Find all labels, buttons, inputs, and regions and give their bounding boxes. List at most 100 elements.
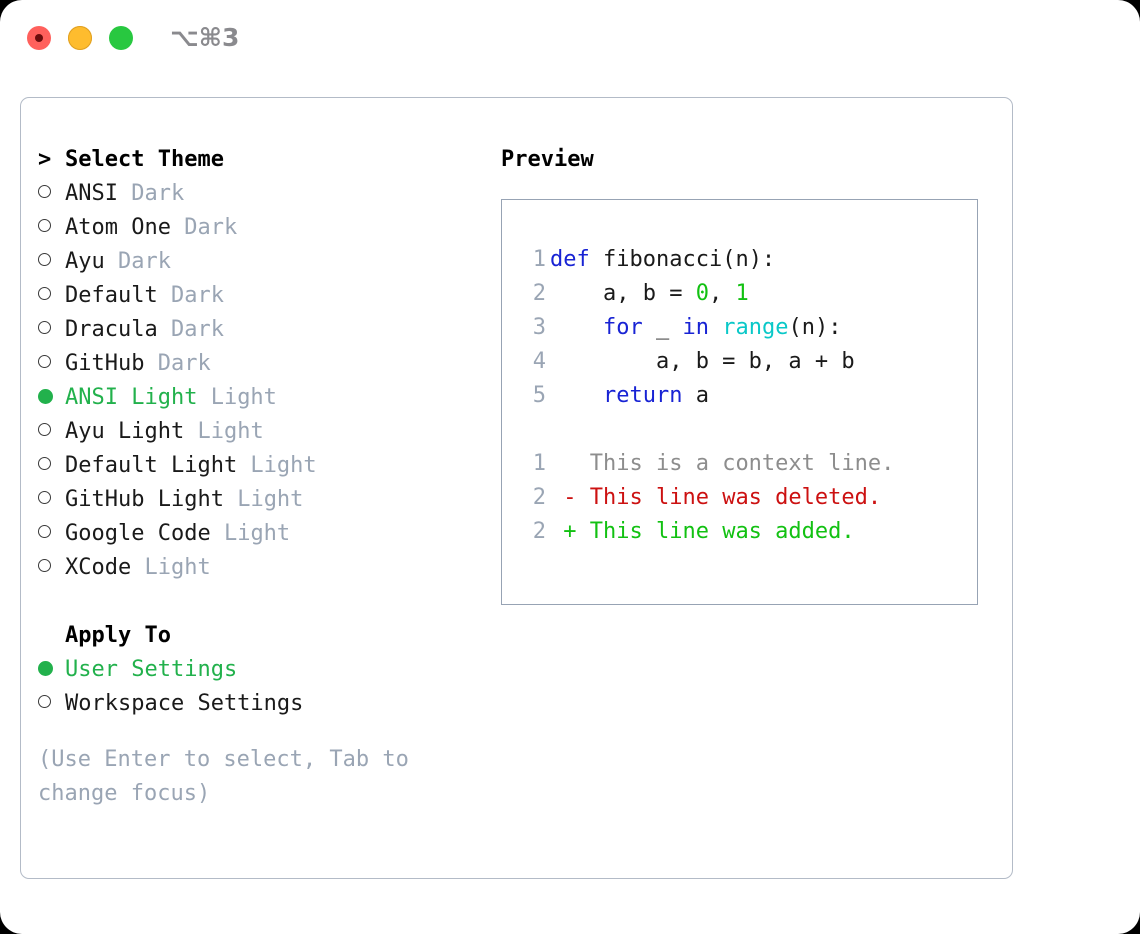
apply-to-option-workspace-settings[interactable]: Workspace Settings <box>38 687 478 721</box>
code-line-number: 1 <box>532 247 546 272</box>
theme-option-label: Default Light <box>65 453 238 478</box>
theme-option-ayu[interactable]: Ayu Dark <box>38 245 478 279</box>
theme-option-kind: Light <box>197 385 277 410</box>
code-line-number: 2 <box>532 281 546 306</box>
caret-icon: > <box>38 147 52 172</box>
code-line-number: 5 <box>532 383 546 408</box>
code-token: a, b = <box>550 281 696 306</box>
code-line: 3 for _ in range(n): <box>518 311 894 345</box>
code-line-number: 4 <box>532 349 546 374</box>
theme-option-kind: Dark <box>170 215 238 240</box>
theme-option-google-code[interactable]: Google Code Light <box>38 517 478 551</box>
keyboard-hint: (Use Enter to select, Tab to change focu… <box>38 747 409 806</box>
theme-option-dracula[interactable]: Dracula Dark <box>38 313 478 347</box>
theme-option-label: Google Code <box>65 521 211 546</box>
preview-heading: Preview <box>501 147 594 172</box>
apply-to-option-label: Workspace Settings <box>65 691 304 716</box>
theme-option-kind: Dark <box>104 249 171 274</box>
minimize-window-button[interactable] <box>68 26 92 50</box>
diff-line: 2 + This line was added. <box>518 515 894 549</box>
theme-apply-spacer <box>38 585 478 619</box>
title-bar: ⌥⌘3 <box>0 0 1140 80</box>
maximize-window-button[interactable] <box>109 26 133 50</box>
theme-option-ayu-light[interactable]: Ayu Light Light <box>38 415 478 449</box>
code-token <box>550 383 603 408</box>
keyboard-shortcut-label: ⌥⌘3 <box>170 23 240 52</box>
theme-option-kind: Dark <box>157 317 224 342</box>
theme-option-github-light[interactable]: GitHub Light Light <box>38 483 478 517</box>
theme-option-default-light[interactable]: Default Light Light <box>38 449 478 483</box>
apply-to-heading: Apply To <box>38 619 478 653</box>
code-token <box>550 315 603 340</box>
code-token <box>709 315 722 340</box>
code-token: a <box>682 383 709 408</box>
diff-text: This line was deleted. <box>576 485 882 510</box>
traffic-lights <box>27 26 133 50</box>
diff-line: 1 This is a context line. <box>518 447 895 481</box>
apply-to-option-user-settings[interactable]: User Settings <box>38 653 478 687</box>
theme-option-label: GitHub <box>65 351 145 376</box>
apply-to-heading-label: Apply To <box>65 623 171 648</box>
theme-option-label: Ayu <box>65 249 105 274</box>
close-window-button[interactable] <box>27 26 51 50</box>
code-line: 2 a, b = 0, 1 <box>518 277 894 311</box>
theme-option-label: Dracula <box>65 317 158 342</box>
theme-option-ansi[interactable]: ANSI Dark <box>38 177 478 211</box>
theme-option-kind: Light <box>223 487 304 512</box>
theme-option-label: Atom One <box>65 215 171 240</box>
theme-option-kind: Dark <box>117 181 185 206</box>
theme-option-kind: Dark <box>157 283 224 308</box>
theme-option-kind: Light <box>131 555 211 580</box>
code-token: (n): <box>788 315 842 340</box>
code-line: 4 a, b = b, a + b <box>518 345 894 379</box>
theme-option-kind: Light <box>210 521 291 546</box>
theme-option-github[interactable]: GitHub Dark <box>38 347 478 381</box>
theme-option-label: XCode <box>65 555 132 580</box>
select-theme-heading-label: Select Theme <box>65 147 224 172</box>
apply-to-option-label: User Settings <box>65 657 238 682</box>
diff-line-number: 1 <box>532 451 546 476</box>
code-token: in <box>682 315 709 340</box>
diff-line: 2 - This line was deleted. <box>518 481 894 515</box>
theme-option-kind: Light <box>184 419 264 444</box>
theme-option-default[interactable]: Default Dark <box>38 279 478 313</box>
diff-text: This is a context line. <box>576 451 895 476</box>
code-token: def <box>550 247 590 272</box>
theme-option-label: ANSI Light <box>65 385 198 410</box>
diff-sign: - <box>550 485 577 510</box>
code-token: a, b = b, a + b <box>550 349 855 374</box>
code-token: fibonacci(n): <box>589 247 776 272</box>
theme-option-kind: Light <box>237 453 317 478</box>
diff-line-number: 2 <box>532 485 546 510</box>
code-token: , <box>708 281 736 306</box>
code-line-number: 3 <box>532 315 546 340</box>
code-token: _ <box>642 315 683 340</box>
diff-text: This line was added. <box>576 519 855 544</box>
diff-sign: + <box>550 519 577 544</box>
code-token: return <box>602 383 683 408</box>
code-token: range <box>722 315 789 340</box>
theme-option-xcode[interactable]: XCode Light <box>38 551 478 585</box>
theme-option-label: GitHub Light <box>65 487 224 512</box>
theme-option-kind: Dark <box>144 351 211 376</box>
theme-option-ansi-light[interactable]: ANSI Light Light <box>38 381 478 415</box>
code-token: for <box>602 315 643 340</box>
code-token: 1 <box>735 281 749 306</box>
diff-line-number: 2 <box>532 519 546 544</box>
theme-option-label: Ayu Light <box>65 419 185 444</box>
code-token: 0 <box>695 281 709 306</box>
diff-sign <box>550 451 577 476</box>
select-theme-heading: > Select Theme <box>38 143 478 177</box>
code-line: 5 return a <box>518 379 894 413</box>
theme-option-atom-one[interactable]: Atom One Dark <box>38 211 478 245</box>
code-diff-separator <box>518 413 894 447</box>
theme-option-label: ANSI <box>65 181 118 206</box>
